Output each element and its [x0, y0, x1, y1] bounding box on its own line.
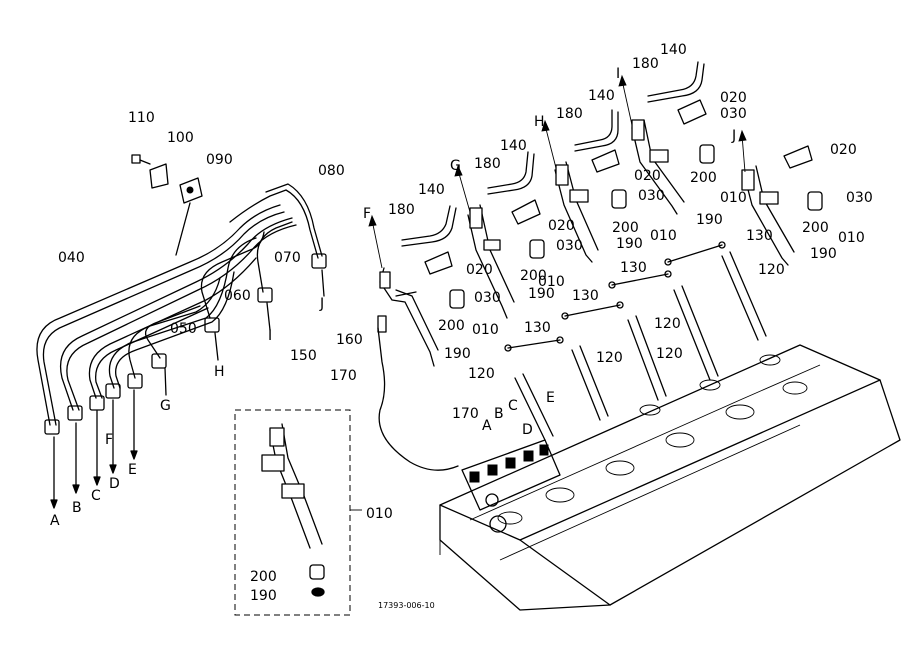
label-190-3: 190: [616, 236, 643, 252]
label-I-pipe: I: [268, 328, 272, 344]
label-140-3: 140: [500, 138, 527, 154]
label-G-injector: G: [450, 158, 461, 174]
label-F-injector: F: [363, 206, 371, 222]
label-J-pipe: J: [319, 296, 324, 312]
label-C-pipe: C: [91, 488, 101, 504]
label-H-pipe: H: [214, 364, 225, 380]
label-130-1: 130: [746, 228, 773, 244]
label-080: 080: [318, 163, 345, 179]
label-200-2: 200: [802, 220, 829, 236]
label-200-5: 200: [438, 318, 465, 334]
label-160: 160: [336, 332, 363, 348]
label-140-4: 140: [418, 182, 445, 198]
label-120-1: 120: [758, 262, 785, 278]
label-030-1: 030: [720, 106, 747, 122]
label-070: 070: [274, 250, 301, 266]
label-120-2: 120: [654, 316, 681, 332]
label-050: 050: [170, 321, 197, 337]
label-010-2: 010: [838, 230, 865, 246]
label-120-5: 120: [468, 366, 495, 382]
label-190-4: 190: [528, 286, 555, 302]
label-010-1: 010: [720, 190, 747, 206]
label-H-injector: H: [534, 114, 545, 130]
label-190-inset: 190: [250, 588, 277, 604]
label-180-1: 180: [632, 56, 659, 72]
label-120-3: 120: [656, 346, 683, 362]
label-180-2: 180: [556, 106, 583, 122]
label-A-pipe: A: [50, 513, 60, 529]
label-180-4: 180: [388, 202, 415, 218]
label-130-4: 130: [524, 320, 551, 336]
label-130-2: 130: [620, 260, 647, 276]
label-A-pump: A: [482, 418, 492, 434]
reference-number: 17393-006-10: [378, 601, 435, 610]
label-020-5: 020: [466, 262, 493, 278]
label-G-pipe: G: [160, 398, 171, 414]
label-200-1: 200: [690, 170, 717, 186]
label-040: 040: [58, 250, 85, 266]
label-030-3: 030: [638, 188, 665, 204]
label-140-2: 140: [588, 88, 615, 104]
part-number-labels: 110 100 090 080 070 060 050 040 140 180 …: [50, 42, 873, 610]
label-B-pipe: B: [72, 500, 82, 516]
label-060: 060: [224, 288, 251, 304]
label-J-injector: J: [731, 128, 736, 144]
label-C-pump: C: [508, 398, 518, 414]
label-030-5: 030: [474, 290, 501, 306]
label-B-pump: B: [494, 406, 504, 422]
label-170-2: 170: [452, 406, 479, 422]
label-D-pump: D: [522, 422, 533, 438]
label-180-3: 180: [474, 156, 501, 172]
label-010-inset: 010: [366, 506, 393, 522]
label-E-pump: E: [546, 390, 555, 406]
label-120-4: 120: [596, 350, 623, 366]
label-030-2: 030: [846, 190, 873, 206]
label-200-4: 200: [520, 268, 547, 284]
cylinder-head: [439, 344, 901, 611]
label-020-2: 020: [830, 142, 857, 158]
injector-nozzles: [368, 61, 823, 471]
label-170-1: 170: [330, 368, 357, 384]
injection-pipes: [36, 154, 327, 509]
label-020-1: 020: [720, 90, 747, 106]
label-110: 110: [128, 110, 155, 126]
label-090: 090: [206, 152, 233, 168]
label-200-inset: 200: [250, 569, 277, 585]
label-100: 100: [167, 130, 194, 146]
label-020-3: 020: [548, 218, 575, 234]
label-200-3: 200: [612, 220, 639, 236]
label-F-pipe: F: [105, 432, 113, 448]
label-190-1: 190: [696, 212, 723, 228]
label-I-injector: I: [616, 66, 620, 82]
label-140-1: 140: [660, 42, 687, 58]
label-190-5: 190: [444, 346, 471, 362]
label-190-2: 190: [810, 246, 837, 262]
label-D-pipe: D: [109, 476, 120, 492]
label-E-pipe: E: [128, 462, 137, 478]
label-010-4: 010: [538, 274, 565, 290]
label-030-4: 030: [556, 238, 583, 254]
label-010-5: 010: [472, 322, 499, 338]
label-010-3: 010: [650, 228, 677, 244]
label-130-3: 130: [572, 288, 599, 304]
label-150: 150: [290, 348, 317, 364]
injector-inset-box: [234, 409, 362, 616]
label-020-4: 020: [634, 168, 661, 184]
